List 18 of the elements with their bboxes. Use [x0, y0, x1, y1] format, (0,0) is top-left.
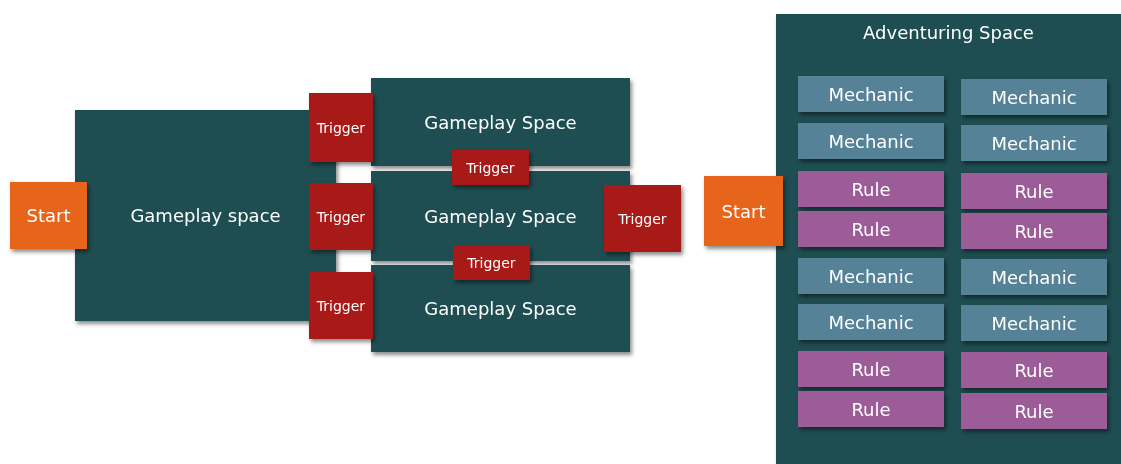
trigger-box: Trigger	[309, 183, 373, 250]
panel-heading: Adventuring Space	[863, 22, 1034, 43]
trigger-box: Trigger	[309, 272, 373, 339]
mechanic-box: Mechanic	[961, 305, 1107, 341]
mechanic-box: Mechanic	[961, 259, 1107, 295]
mechanic-box: Mechanic	[798, 304, 944, 340]
trigger-box: Trigger	[309, 93, 373, 162]
mechanic-box: Mechanic	[961, 79, 1107, 115]
trigger-box: Trigger	[452, 150, 529, 185]
start-box: Start	[704, 176, 783, 246]
mechanic-box: Mechanic	[961, 125, 1107, 161]
mechanic-box: Mechanic	[798, 76, 944, 112]
trigger-box: Trigger	[604, 185, 681, 252]
trigger-box: Trigger	[453, 245, 530, 280]
mechanic-box: Mechanic	[798, 258, 944, 294]
adventuring-space-panel	[776, 14, 1121, 464]
start-box: Start	[10, 182, 87, 249]
mechanic-box: Mechanic	[798, 123, 944, 159]
